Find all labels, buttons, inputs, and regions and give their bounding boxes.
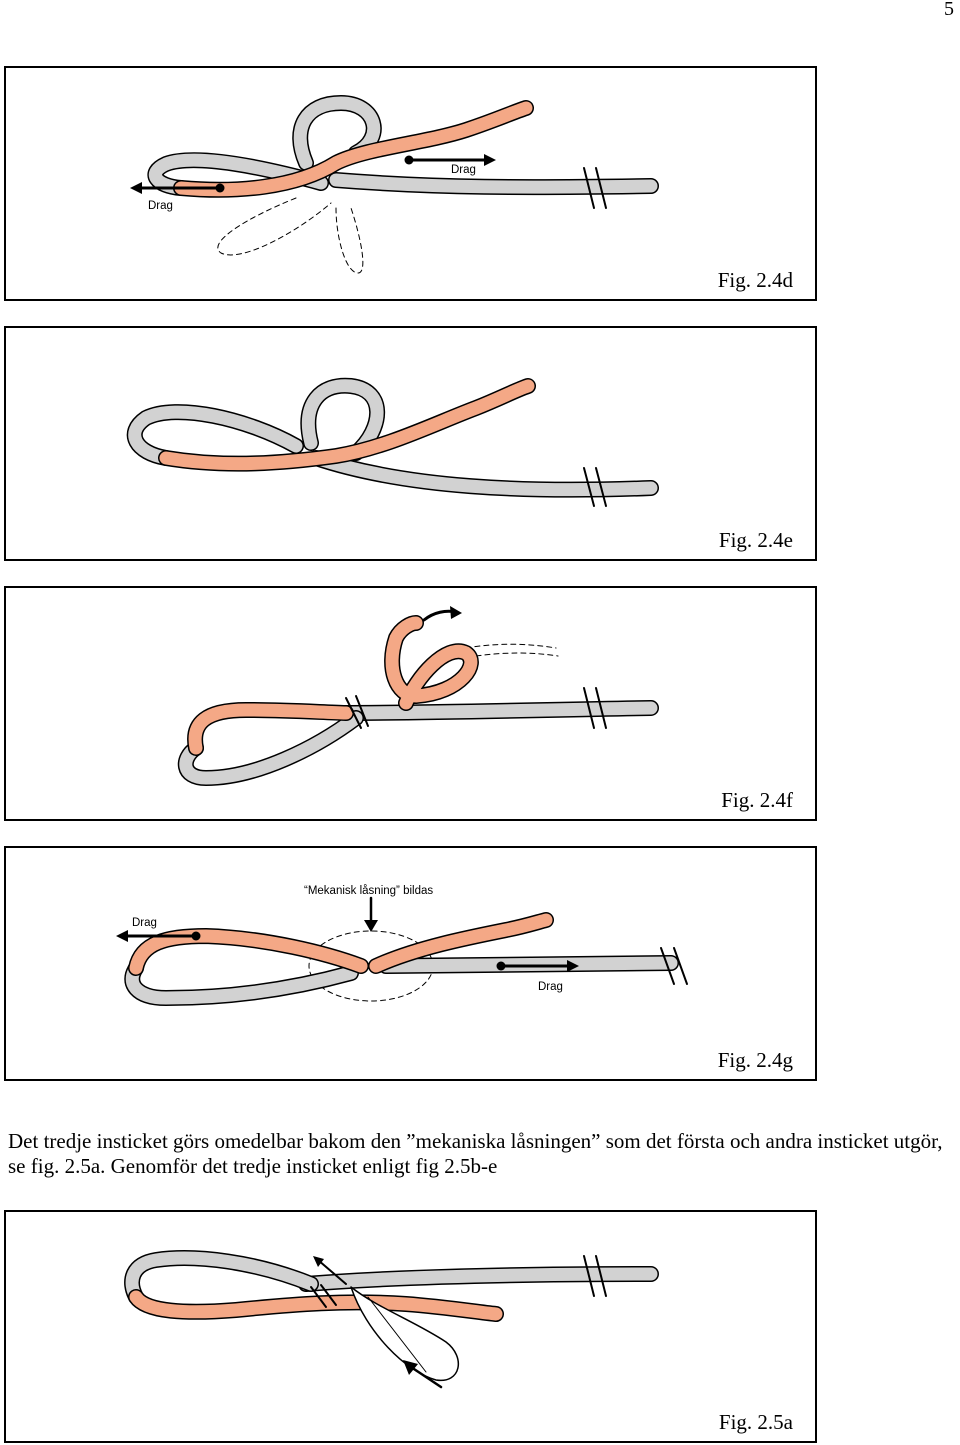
figure-caption: Fig. 2.4f (721, 788, 793, 812)
figure-caption: Fig. 2.5a (718, 1410, 793, 1434)
figure-2-5a: Fig. 2.5a (4, 1210, 817, 1443)
figure-2-4f: Fig. 2.4f (4, 586, 817, 821)
rope-illustration-2-4f (177, 606, 659, 786)
annotation-label: “Mekanisk låsning” bildas (304, 885, 433, 897)
rope-illustration-2-4g: “Mekanisk låsning” bildas Drag Drag (116, 885, 688, 1006)
body-text: Det tredje insticket görs omedelbar bako… (8, 1129, 943, 1178)
rope-illustration-2-4e (126, 377, 659, 507)
figure-2-4e: Fig. 2.4e (4, 326, 817, 561)
page-number: 5 (944, 0, 954, 20)
drag-label-right: Drag (451, 164, 476, 176)
rope-illustration-2-4d: Drag Drag (130, 95, 659, 274)
rope-illustration-2-5a (124, 1250, 659, 1389)
drag-label-left: Drag (132, 917, 157, 929)
figure-2-4g: “Mekanisk låsning” bildas Drag Drag Fig.… (4, 846, 817, 1081)
drag-label-right: Drag (538, 981, 563, 993)
figure-caption: Fig. 2.4d (717, 268, 793, 292)
figure-caption: Fig. 2.4e (718, 528, 793, 552)
figure-2-4d: Drag Drag Fig. 2.4d (4, 66, 817, 301)
figure-caption: Fig. 2.4g (717, 1048, 793, 1072)
drag-label-left: Drag (148, 200, 173, 212)
